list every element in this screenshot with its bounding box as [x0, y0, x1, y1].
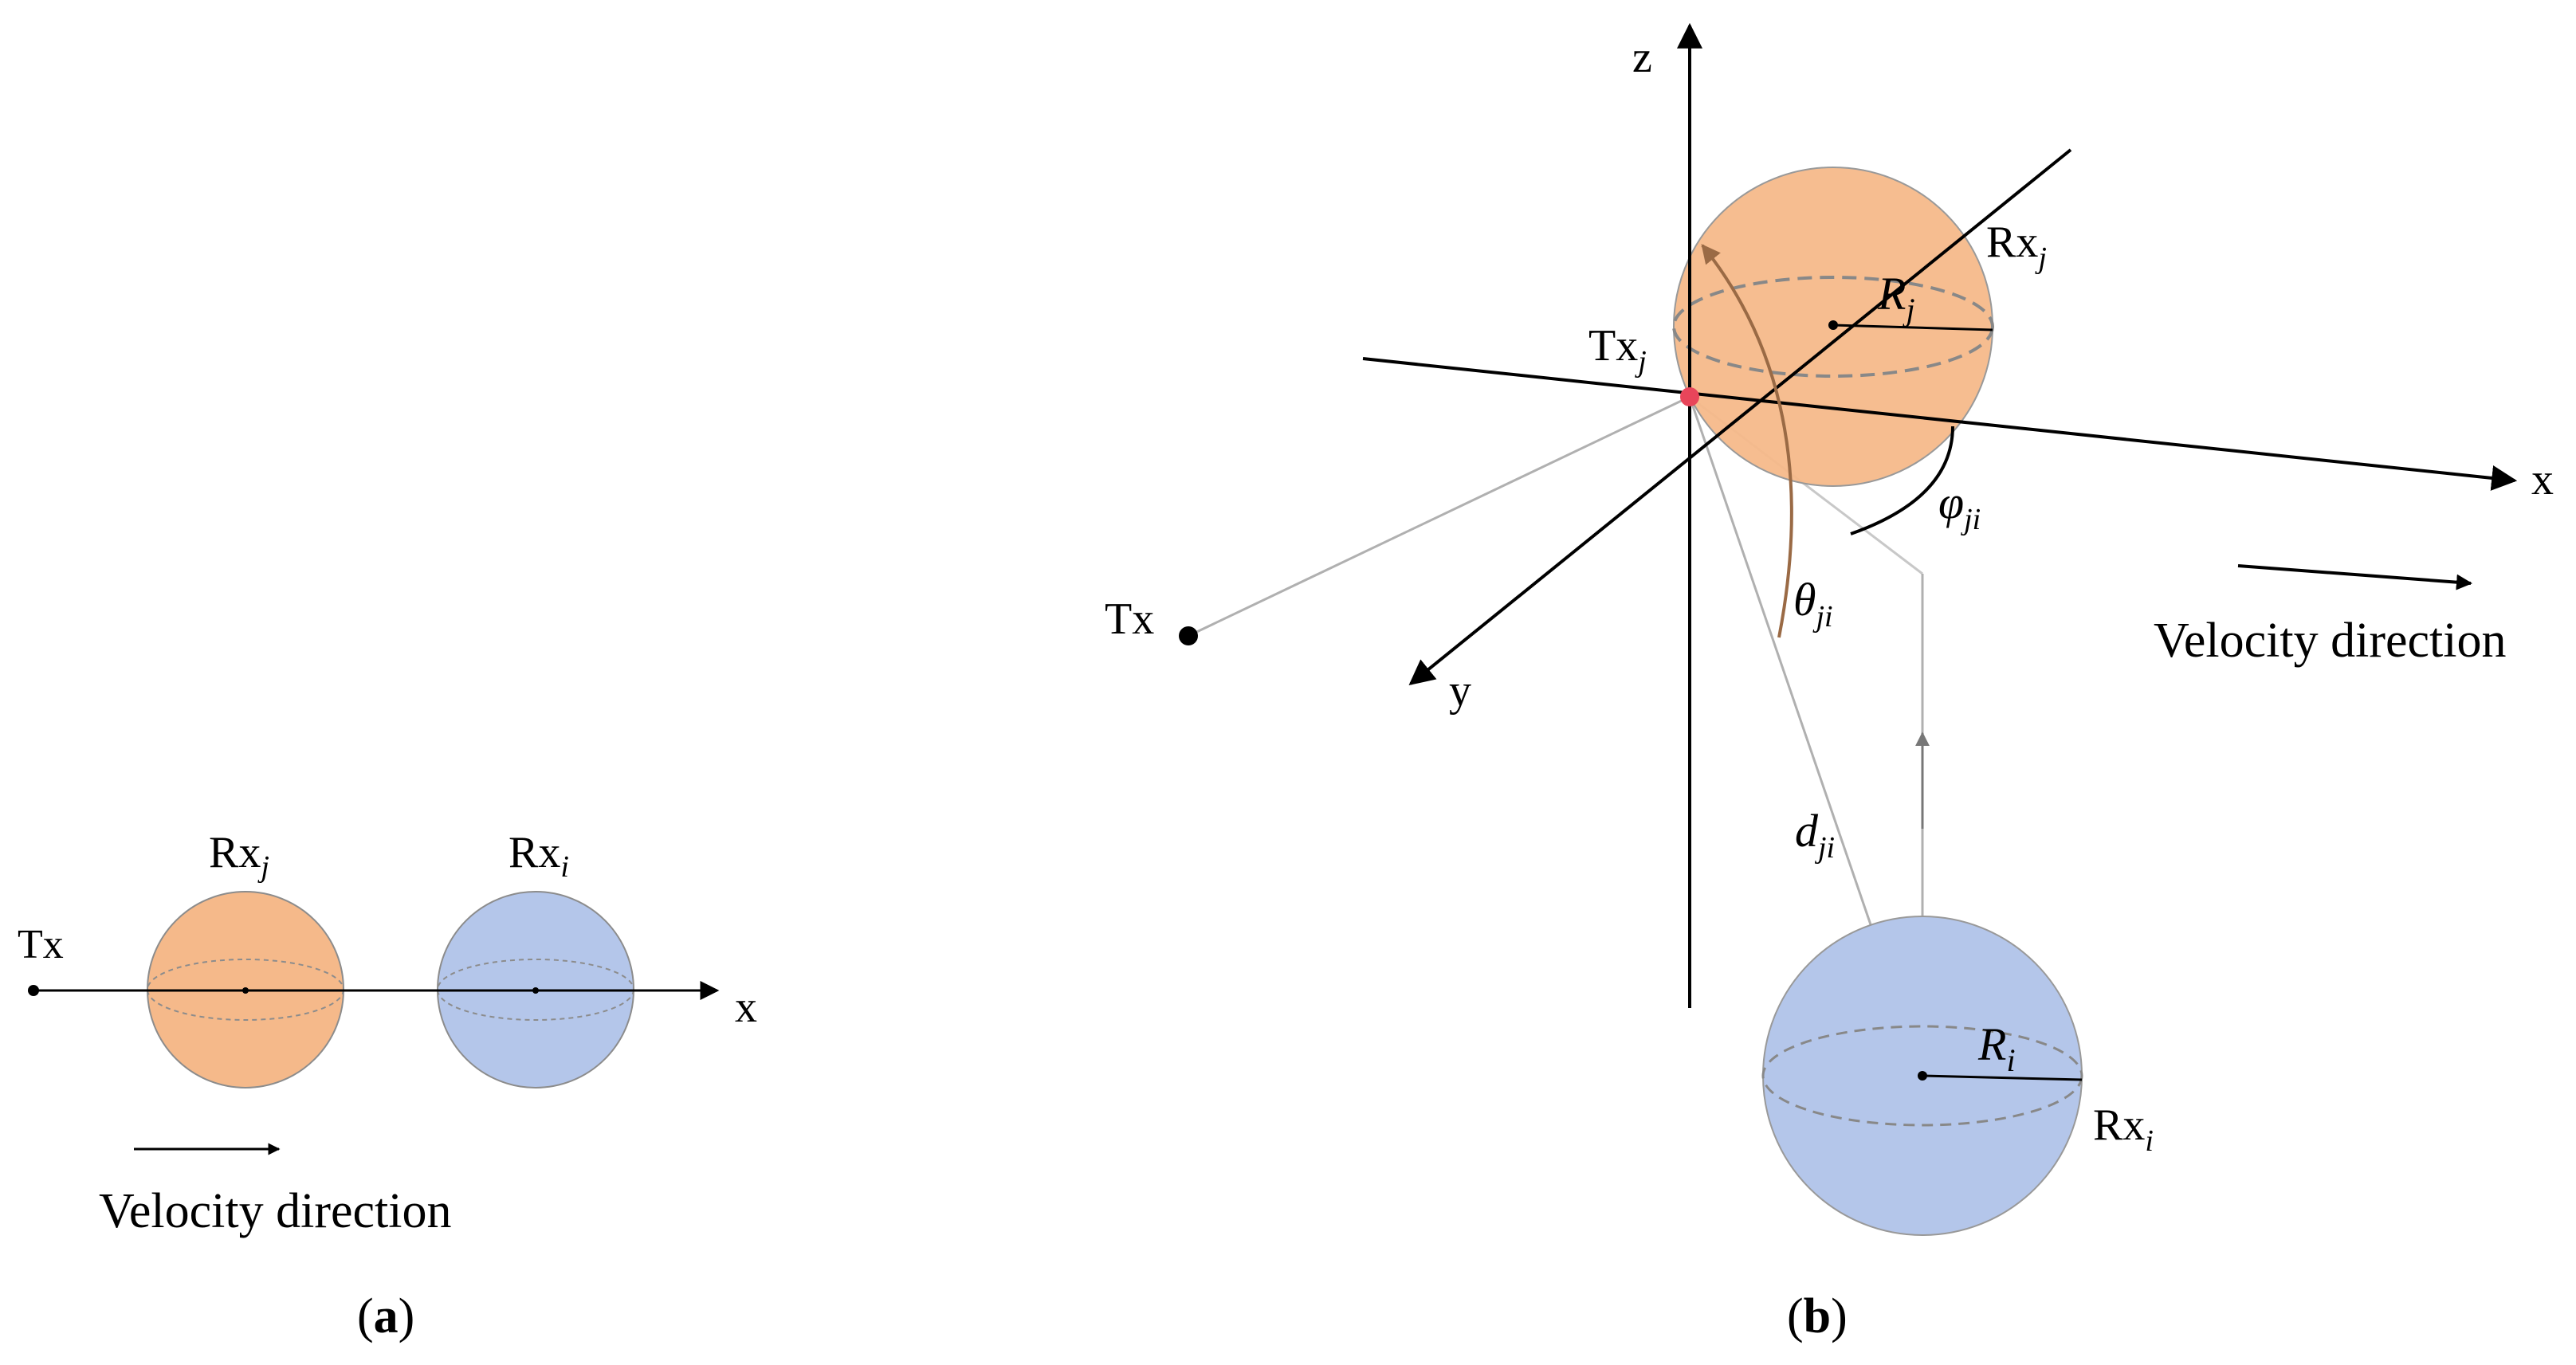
rxj-center-a	[242, 987, 249, 994]
tx-label-b: Tx	[1105, 594, 1154, 644]
phi-arc	[1850, 426, 1954, 535]
rxj-center-b	[1828, 320, 1838, 330]
txj-label: Txj	[1588, 321, 1647, 379]
y-axis-label: y	[1449, 666, 1471, 716]
rj-label: Rj	[1877, 268, 1915, 328]
rxj-equator-b	[1672, 276, 1994, 378]
theta-arc	[1701, 244, 1793, 638]
velocity-label-b: Velocity direction	[2154, 614, 2506, 668]
tx-label-a: Tx	[18, 922, 64, 967]
tx-point-a	[28, 985, 39, 996]
y-axis	[1408, 148, 2072, 686]
caption-b: (b)	[1787, 1289, 1848, 1343]
rxj-label-b: Rxj	[1986, 218, 2047, 275]
x-axis-b	[1362, 357, 2518, 491]
rxi-center-a	[532, 987, 539, 994]
ri-label: Ri	[1977, 1018, 2016, 1078]
velocity-label-a: Velocity direction	[99, 1184, 451, 1238]
tx-point-b	[1179, 626, 1198, 645]
x-axis-label-a: x	[735, 983, 757, 1032]
phi-label: φji	[1938, 477, 1981, 536]
panel-a: Tx Rxj Rxi x Velocity direction (a)	[18, 828, 757, 1343]
z-axis-label: z	[1632, 33, 1652, 82]
rj-radius-line	[1832, 324, 1993, 331]
tx-to-txj-line	[1188, 395, 1690, 637]
rxi-label-b: Rxi	[2093, 1100, 2154, 1158]
d-ji-label: dji	[1795, 805, 1835, 865]
velocity-arrow-b	[2237, 564, 2472, 590]
rxj-label-a: Rxj	[209, 828, 269, 884]
panel-b: z x y Tx Txj Rxj Rxi Rj Ri φji θji dji V…	[1105, 22, 2554, 1343]
txj-point	[1680, 387, 1699, 406]
rxi-center-b	[1918, 1071, 1927, 1081]
ri-radius-line	[1922, 1074, 2083, 1081]
rxi-equator-b	[1761, 1025, 2083, 1127]
x-axis-label-b: x	[2531, 455, 2554, 504]
theta-label: θji	[1793, 574, 1833, 633]
rxi-label-a: Rxi	[509, 828, 569, 884]
caption-a: (a)	[357, 1289, 414, 1343]
